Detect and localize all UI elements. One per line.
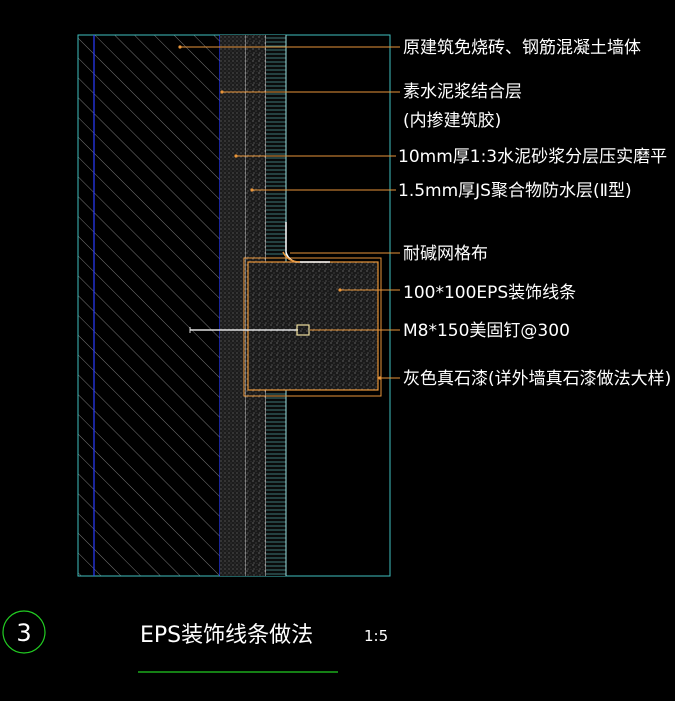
title-block: 3 EPS装饰线条做法 1:5 bbox=[2, 610, 388, 673]
eps-strip bbox=[243, 222, 382, 397]
detail-title: EPS装饰线条做法 bbox=[140, 623, 313, 648]
label-bonding-layer: 素水泥浆结合层 bbox=[403, 82, 522, 102]
callout-labels: 原建筑免烧砖、钢筋混凝土墙体 素水泥浆结合层 (内掺建筑胶) 10mm厚1:3水… bbox=[398, 38, 671, 389]
detail-number: 3 bbox=[16, 619, 31, 647]
label-stone-paint: 灰色真石漆(详外墙真石漆做法大样) bbox=[403, 369, 671, 389]
leader-dots bbox=[178, 45, 382, 380]
original-wall bbox=[78, 35, 220, 576]
anchor-bolt bbox=[189, 324, 310, 336]
label-anchor: M8*150美固钉@300 bbox=[403, 321, 570, 341]
label-eps-strip: 100*100EPS装饰线条 bbox=[403, 283, 576, 303]
label-bonding-layer-note: (内掺建筑胶) bbox=[403, 111, 501, 131]
label-waterproof-layer: 1.5mm厚JS聚合物防水层(Ⅱ型) bbox=[398, 181, 632, 201]
label-mesh-cloth: 耐碱网格布 bbox=[403, 244, 488, 264]
label-original-wall: 原建筑免烧砖、钢筋混凝土墙体 bbox=[403, 38, 641, 58]
detail-scale: 1:5 bbox=[364, 627, 388, 645]
stone-paint-outline bbox=[243, 257, 382, 397]
label-mortar-layer: 10mm厚1:3水泥砂浆分层压实磨平 bbox=[398, 147, 667, 167]
eps-block bbox=[247, 261, 379, 391]
leaders bbox=[180, 46, 400, 379]
mesh-cloth bbox=[285, 222, 330, 263]
bonding-layer bbox=[220, 35, 246, 576]
detail-number-circle bbox=[2, 610, 46, 654]
